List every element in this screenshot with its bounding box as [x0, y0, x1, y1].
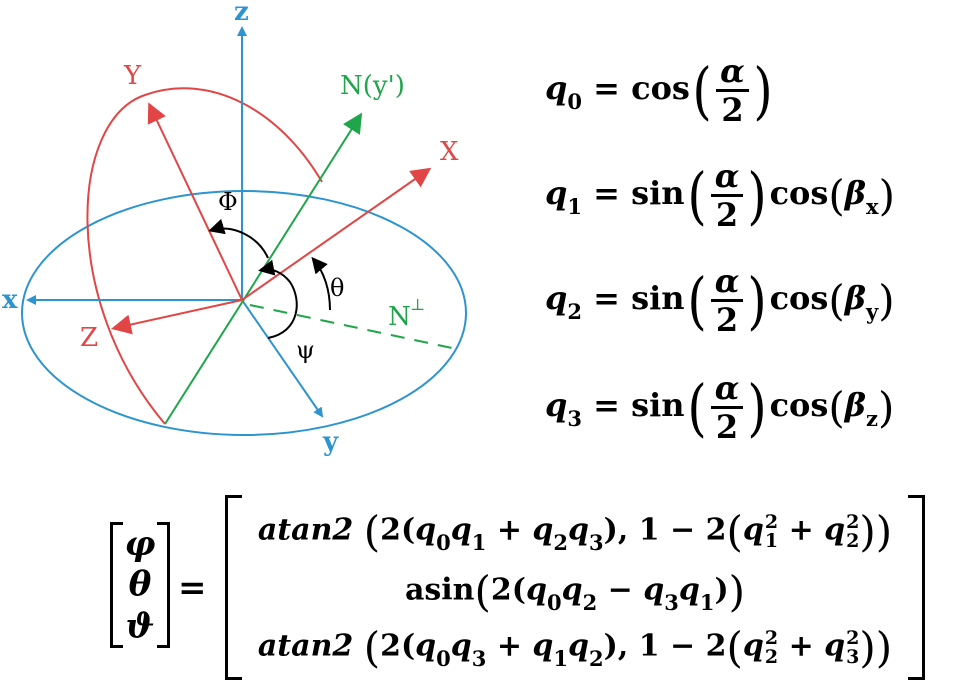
label-perp-symbol: ⊥ [410, 295, 425, 314]
theta-arc [311, 256, 331, 311]
label-psi: ψ [296, 336, 315, 364]
label-N-perp: N [388, 302, 411, 332]
label-N: N(y') [340, 71, 405, 101]
label-x: x [2, 285, 18, 315]
X-axis-rotated [241, 167, 432, 301]
psi-arc [258, 259, 298, 339]
vector-vartheta: ϑ [125, 606, 155, 646]
xy-plane-ellipse [21, 190, 467, 436]
matrix-equals: = [178, 568, 207, 608]
vector-theta: θ [128, 564, 152, 604]
phi-arc [208, 218, 269, 259]
y-axis [241, 299, 324, 418]
label-y: y [322, 427, 339, 457]
label-theta: θ [330, 274, 344, 302]
euler-angle-vector: φ θ ϑ [110, 520, 170, 650]
matrix-row-2: asin(2(q0q2 − q3q1)) [404, 567, 746, 616]
label-X: X [440, 137, 459, 167]
label-Y: Y [123, 61, 142, 91]
label-z: z [234, 0, 249, 27]
vector-phi: φ [124, 524, 156, 564]
rotated-plane-curve [86, 87, 323, 425]
n-perp-line [249, 304, 453, 349]
label-phi: Φ [218, 188, 238, 216]
Y-axis-rotated [147, 102, 243, 301]
Z-axis-rotated [111, 299, 243, 335]
label-Z: Z [80, 323, 98, 353]
